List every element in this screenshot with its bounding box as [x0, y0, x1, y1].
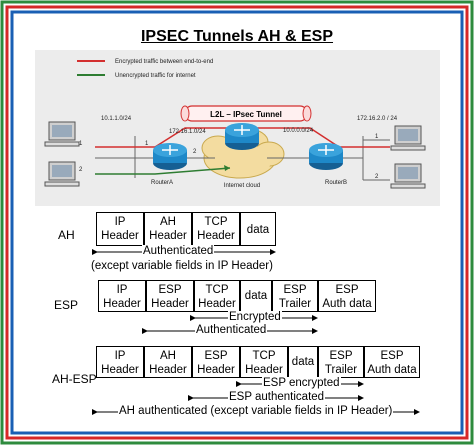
pc-left-bottom-icon	[44, 161, 80, 187]
subnet-right: 172.16.2.0 / 24	[357, 116, 398, 122]
ah-label: AH	[58, 228, 75, 242]
subnet-router-a: 172.16.1.0/24	[169, 129, 206, 135]
ahesp-data: data	[288, 346, 318, 378]
router-a-icon	[153, 143, 187, 170]
page-title: IPSEC Tunnels AH & ESP	[140, 28, 334, 45]
esp-encrypted-label: Encrypted	[228, 311, 282, 323]
port-label: 2	[79, 167, 83, 173]
port-label: 1	[375, 134, 379, 140]
port-label: 2	[193, 149, 197, 155]
ah-data: data	[240, 212, 276, 246]
router-b-icon	[309, 143, 343, 170]
router-center-icon	[225, 123, 259, 150]
port-label: 1	[79, 141, 83, 147]
port-label: 1	[145, 141, 149, 147]
unencrypted-path	[95, 167, 231, 175]
pc-left-top-icon	[44, 121, 80, 147]
ahesp-esp-encrypted-label: ESP encrypted	[262, 377, 341, 389]
router-a-label: RouterA	[151, 180, 173, 186]
ah-authenticated-label: Authenticated	[142, 245, 215, 257]
subnet-center: 10.0.0.0/24	[283, 128, 314, 134]
esp-authenticated-label: Authenticated	[195, 324, 268, 336]
tunnel-label: L2L – IPsec Tunnel	[210, 110, 282, 119]
pc-right-top-icon	[390, 125, 426, 151]
port-label: 2	[375, 174, 379, 180]
ahesp-ah-auth-label: AH authenticated (except variable fields…	[118, 405, 394, 417]
router-b-label: RouterB	[325, 180, 347, 186]
legend-unencrypted: Unencrypted traffic for internet	[115, 73, 196, 79]
ahesp-label: AH-ESP	[52, 372, 97, 386]
network-diagram: Encrypted traffic between end-to-end Une…	[35, 50, 440, 206]
cloud-label: Internet cloud	[224, 183, 260, 189]
ahesp-esp-auth-label: ESP authenticated	[228, 391, 326, 403]
subnet-left: 10.1.1.0/24	[101, 116, 132, 122]
pc-right-bottom-icon	[390, 163, 426, 189]
esp-data: data	[240, 280, 272, 312]
esp-label: ESP	[54, 298, 79, 312]
ah-note-label: (except variable fields in IP Header)	[90, 260, 274, 272]
legend-encrypted: Encrypted traffic between end-to-end	[115, 59, 213, 65]
